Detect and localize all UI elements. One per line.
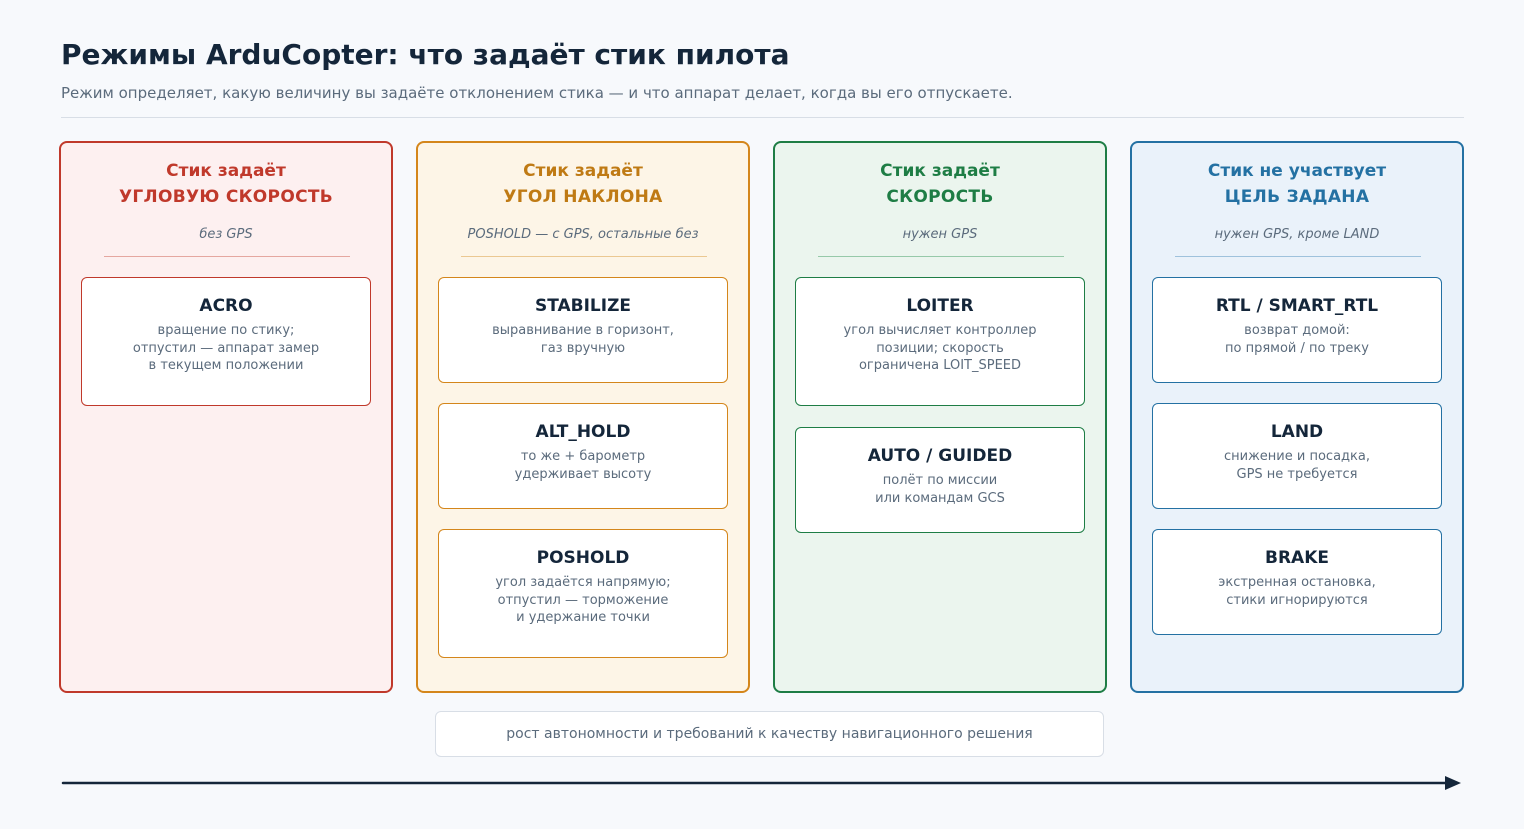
mode-description: угол задаётся напрямую; отпустил — тормо… — [495, 575, 671, 625]
mode-card-loiter: LOITER угол вычисляет контроллер позиции… — [795, 277, 1085, 406]
column-note: POSHOLD — с GPS, остальные без — [467, 227, 699, 242]
mode-description: то же + барометр удерживает высоту — [514, 449, 652, 482]
column-heading: Стик задаёт УГОЛ НАКЛОНА — [418, 158, 748, 210]
column-heading: Стик задаёт СКОРОСТЬ — [775, 158, 1105, 210]
mode-card-rtl: RTL / SMART_RTL возврат домой: по прямой… — [1152, 277, 1442, 383]
column-target-set: Стик не участвует ЦЕЛЬ ЗАДАНА нужен GPS,… — [1130, 141, 1464, 693]
mode-name: POSHOLD — [536, 548, 630, 568]
column-heading-line1: Стик не участвует — [1207, 161, 1387, 181]
mode-description: возврат домой: по прямой / по треку — [1225, 323, 1369, 356]
column-heading-line1: Стик задаёт — [166, 161, 286, 181]
mode-name: STABILIZE — [534, 296, 632, 316]
column-heading-line2: СКОРОСТЬ — [886, 187, 994, 207]
mode-name: ACRO — [199, 296, 253, 316]
autonomy-axis-label: рост автономности и требований к качеств… — [435, 711, 1104, 757]
column-rule — [461, 256, 707, 257]
column-note: нужен GPS, кроме LAND — [1214, 227, 1380, 242]
mode-name: ALT_HOLD — [535, 422, 631, 442]
page-title: Режимы ArduCopter: что задаёт стик пилот… — [61, 38, 790, 71]
mode-description: выравнивание в горизонт, газ вручную — [492, 323, 674, 356]
column-velocity: Стик задаёт СКОРОСТЬ нужен GPS LOITER уг… — [773, 141, 1107, 693]
column-heading: Стик задаёт УГЛОВУЮ СКОРОСТЬ — [61, 158, 391, 210]
mode-card-stabilize: STABILIZE выравнивание в горизонт, газ в… — [438, 277, 728, 383]
column-heading-line2: УГОЛ НАКЛОНА — [503, 187, 663, 207]
mode-description: снижение и посадка, GPS не требуется — [1224, 449, 1370, 482]
column-note: нужен GPS — [902, 227, 978, 242]
mode-card-brake: BRAKE экстренная остановка, стики игнори… — [1152, 529, 1442, 635]
column-heading: Стик не участвует ЦЕЛЬ ЗАДАНА — [1132, 158, 1462, 210]
column-rule — [104, 256, 350, 257]
mode-description: экстренная остановка, стики игнорируются — [1218, 575, 1376, 608]
column-tilt-angle: Стик задаёт УГОЛ НАКЛОНА POSHOLD — с GPS… — [416, 141, 750, 693]
mode-card-land: LAND снижение и посадка, GPS не требуетс… — [1152, 403, 1442, 509]
page-subtitle: Режим определяет, какую величину вы зада… — [61, 84, 1013, 102]
mode-description: полёт по миссии или командам GCS — [875, 473, 1005, 506]
mode-name: BRAKE — [1265, 548, 1329, 568]
mode-name: LOITER — [906, 296, 974, 316]
autonomy-arrow-icon — [61, 776, 1461, 790]
column-heading-line2: УГЛОВУЮ СКОРОСТЬ — [118, 187, 333, 207]
mode-card-alt-hold: ALT_HOLD то же + барометр удерживает выс… — [438, 403, 728, 509]
mode-card-acro: ACRO вращение по стику; отпустил — аппар… — [81, 277, 371, 406]
mode-description: вращение по стику; отпустил — аппарат за… — [132, 323, 320, 373]
column-angular-rate: Стик задаёт УГЛОВУЮ СКОРОСТЬ без GPS ACR… — [59, 141, 393, 693]
header-divider — [61, 117, 1464, 118]
column-note: без GPS — [199, 227, 253, 242]
mode-description: угол вычисляет контроллер позиции; скоро… — [843, 323, 1037, 373]
column-heading-line2: ЦЕЛЬ ЗАДАНА — [1224, 187, 1370, 207]
mode-card-poshold: POSHOLD угол задаётся напрямую; отпустил… — [438, 529, 728, 658]
mode-name: LAND — [1270, 422, 1324, 442]
column-rule — [818, 256, 1064, 257]
column-heading-line1: Стик задаёт — [523, 161, 643, 181]
mode-name: RTL / SMART_RTL — [1215, 296, 1379, 316]
mode-name: AUTO / GUIDED — [867, 446, 1013, 466]
mode-card-auto-guided: AUTO / GUIDED полёт по миссии или команд… — [795, 427, 1085, 533]
column-heading-line1: Стик задаёт — [880, 161, 1000, 181]
column-rule — [1175, 256, 1421, 257]
